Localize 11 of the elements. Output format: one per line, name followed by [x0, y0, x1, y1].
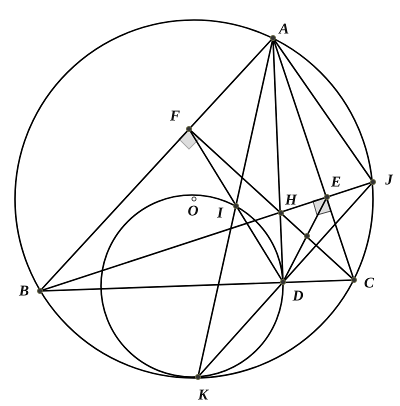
point-label: D [292, 290, 304, 304]
point-label: C [364, 276, 374, 292]
point-label: I [217, 206, 223, 222]
point-label: H [285, 194, 297, 208]
point-label: K [198, 388, 208, 404]
point-label: O [188, 204, 198, 220]
point-label: J [385, 174, 393, 188]
point-label: E [331, 176, 341, 190]
point-label: B [19, 284, 29, 300]
point-label: A [279, 22, 289, 38]
point-label: F [170, 110, 180, 124]
